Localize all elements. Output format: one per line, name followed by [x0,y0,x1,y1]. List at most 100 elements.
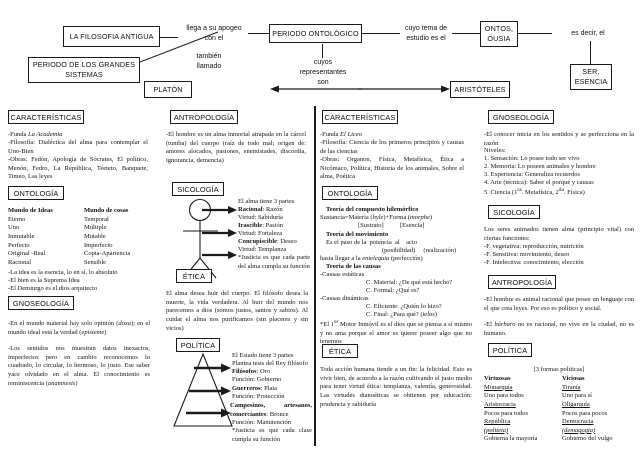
node-filosofia-antigua[interactable]: LA FILOSOFIA ANTIGUA [63,26,160,47]
platon-ontologia-note-0: -La idea es la esencia, lo en sí, lo abs… [8,269,118,276]
aristoteles-politica-grid: Virtuosas Viciosas Monarquía Tiranía Uno… [484,375,613,444]
platon-sicologia-part-0-name: Racional [238,206,263,213]
connector-label-llega-apogeo: llega a su apogeo con el [186,25,242,43]
platon-sicologia-part-0-desc: : Razón [262,206,283,213]
cell: Racional [8,258,32,266]
politica-virtuous-sub2-2: (politeia) [484,426,509,434]
platon-politica-class-1: Guerreros: Plata [232,385,312,394]
aristoteles-ontologia-hilemorfico-title: Teoría del compuesto hilemórfico [326,206,476,215]
platon-ontologia-colhead-1: Mundo de cosas [84,207,129,214]
node-ser-esencia-label: SER, ESENCIA [574,67,608,86]
politica-vicious-0: Tiranía [562,383,581,391]
aristoteles-etica-header[interactable]: ÉTICA [322,344,358,358]
causas-title-text: Teoría de las causas [326,263,381,270]
aristoteles-ontologia-movimiento-title: Teoría del movimiento [326,231,476,240]
aristoteles-gnoseologia-header[interactable]: GNOSEOLOGÍA [488,110,554,124]
platon-antropologia-header[interactable]: ANTROPOLOGÍA [170,110,238,124]
cell: Múltiple [84,224,107,232]
table-row: Virtuosas Viciosas [484,375,613,384]
aristoteles-politica-header[interactable]: POLÍTICA [488,343,532,357]
arrow-to-platon [270,85,362,93]
aristoteles-ontologia-causa-5: C. Final: ¿Para qué? (telos) [366,311,437,318]
platon-caracteristicas-line-1: -Filosofía: Dialéctica del alma para con… [8,139,148,155]
aristoteles-sicologia-line-1: -F. vegetativa: reproducción, nutrición [484,243,584,250]
aristoteles-antropologia-line-1: -El bárbaro no es racional, no vive en l… [484,321,634,337]
node-periodo-grandes-sistemas-label: PERIODO DE LOS GRANDES SISTEMAS [32,60,136,79]
node-platon[interactable]: PLATÓN [144,81,192,98]
aristoteles-ontologia-hilemorfico-sub: [Sustrato] [Esencia] [358,222,425,229]
platon-gnoseologia-line-1: -Los sentidos nos muestran datos inexact… [8,345,150,387]
aristoteles-sicologia-header[interactable]: SICOLOGÍA [488,205,540,219]
connector-label-cuyos-representantes: cuyos representantes son [299,59,347,87]
aristoteles-sicologia-line-3: -F. Intelectiva: conocimiento, elección [484,259,584,266]
platon-sicologia-part-2-name: Concupiscible [238,238,278,245]
platon-politica-class-2: Campesinos, artesanos, comerciantes: Bro… [230,402,312,419]
platon-etica-header[interactable]: ÉTICA [176,269,212,283]
platon-sicologia-header[interactable]: SICOLOGÍA [172,182,224,196]
platon-politica-class-1-name: Guerreros [232,385,261,392]
social-class-arrows [186,363,231,418]
table-row: Racional Sensible [8,259,130,268]
node-periodo-ontologico[interactable]: PERIODO ONTOLÓGICO [269,24,362,43]
aristoteles-gnoseologia-nivel-2: 3. Experiencia: Generaliza recuerdos [484,171,581,178]
politica-vicious-sub2-2: (demagogia) [562,426,596,434]
connector-line-ontologico-cuyos [322,44,323,58]
platon-sicologia-part-1-name: Irascible [238,222,263,229]
politica-virtuous-sub-1: Pocos para todos [484,409,529,417]
table-row: Monarquía Tiranía [484,384,613,393]
node-ser-esencia[interactable]: SER, ESENCIA [570,64,612,90]
platon-sicologia-virtue-0: Virtud: Sabiduría [238,214,283,221]
table-row: Uno para todos Uno para sí [484,392,613,401]
platon-antropologia-line-0: -El hombre es un alma inmortal atrapada … [166,131,306,164]
connector-line-antigua-apogeo [160,37,178,38]
politica-vicious-sub-1: Pocos para pocos [562,409,608,417]
politica-virtuous-sub-0: Uno para todos [484,392,524,400]
connector-diagonal-grandes-sistemas [140,31,219,63]
aristoteles-antropologia-header[interactable]: ANTROPOLOGÍA [488,275,556,289]
platon-etica-line-0: El alma desea huir del cuerpo. El filóso… [166,290,308,332]
platon-ontologia-header[interactable]: ONTOLOGÍA [8,186,64,200]
aristoteles-gnoseologia-niveles-label: Niveles: [484,147,506,154]
aristoteles-ontologia-header[interactable]: ONTOLOGÍA [322,186,378,200]
aristoteles-politica-caption: [3 formas políticas] [533,366,585,373]
platon-politica-func-2: Función: Manutención [232,419,292,426]
platon-caracteristicas-header[interactable]: CARACTERÍSTICAS [8,110,84,124]
arrow-to-aristoteles [358,85,450,93]
politica-colhead-0: Virtuosas [484,375,511,382]
aristoteles-caracteristicas-line-0: -Funda El Liceo [320,131,362,138]
table-row: Pocos para todos Pocos para pocos [484,410,613,419]
platon-sicologia-part-2: Concupiscible: Deseo [238,238,316,247]
platon-politica-intro-0: El Estado tiene 3 partes [232,352,294,359]
politica-virtuous-0: Monarquía [484,383,513,391]
aristoteles-ontologia-causa-2: C. Formal: ¿Qué es? [366,287,420,294]
connector-label-cuyo-tema: cuyo tema de estudio es el [404,25,448,43]
node-periodo-grandes-sistemas[interactable]: PERIODO DE LOS GRANDES SISTEMAS [28,57,140,83]
aristoteles-gnoseologia-nivel-0: 1. Sensación: Lo posee todo ser vivo [484,155,580,162]
connector-line-esdecir-ser [590,41,591,65]
aristoteles-ontologia-movimiento-line1: Es el paso de la potencia al acto [326,239,417,246]
table-row: Gobierna la mayoría Gobierno del vulgo [484,435,613,444]
aristoteles-ontologia-causa-3: -Causas dinámicas [320,295,369,302]
platon-caracteristicas-line-2: -Obras: Fedón, Apología de Sócrates, El … [8,156,148,181]
aristoteles-ontologia-movimiento-line2: (posibilidad) (realización) [382,247,457,254]
platon-politica-header[interactable]: POLÍTICA [176,338,220,352]
platon-gnoseologia-line-0: -En el mundo material hay solo opinión (… [8,320,151,336]
cell: Sensible [84,258,107,266]
aristoteles-caracteristicas-header[interactable]: CARACTERÍSTICAS [322,110,398,124]
hilemorfico-title-text: Teoría del compuesto hilemórfico [326,206,419,213]
platon-politica-class-2-metal: : Bronce [266,410,289,418]
platon-gnoseologia-header[interactable]: GNOSEOLOGÍA [8,296,74,310]
aristoteles-sicologia-line-0: Los seres animados tienen alma (principi… [484,226,634,242]
platon-politica-func-0: Función: Gobierno [232,376,282,383]
node-ontos-ousia[interactable]: ONTOS, OUSIA [480,21,518,47]
connector-line-apogeo-ontologico [248,33,282,34]
cell: Temporal [84,215,109,223]
node-aristoteles[interactable]: ARISTÓTELES [450,81,510,98]
platon-sicologia-note: *Justicia es que cada parte del alma cum… [238,254,310,270]
aristoteles-caracteristicas-line-1: -Filosofía: Ciencia de los primeros prin… [320,139,464,155]
cell: Uno [8,224,20,232]
